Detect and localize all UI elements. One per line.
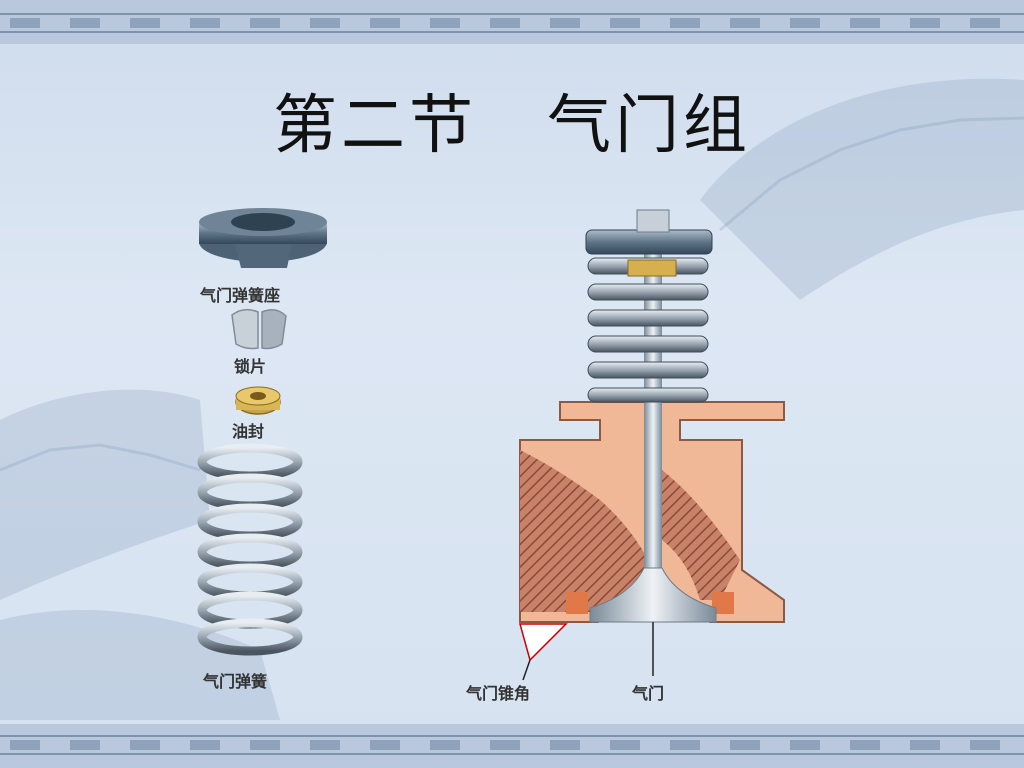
label-spring-seat: 气门弹簧座 [200,286,281,305]
valve-lock-part [231,308,287,350]
top-border-band [0,0,1024,44]
title-section: 第二节 [273,89,477,163]
label-valve-lock: 锁片 [234,357,267,376]
spring-seat-part [199,208,327,268]
label-valve: 气门 [632,684,665,703]
assembled-spring-seat [585,209,713,255]
valve-spring-part [197,443,303,656]
label-valve-spring: 气门弹簧 [203,672,268,691]
bottom-border-band [0,724,1024,768]
title-topic: 气门组 [547,89,751,163]
slide-title: 第二节气门组 [0,74,1024,166]
oil-seal-part [235,386,281,415]
label-valve-angle: 气门锥角 [466,684,531,703]
label-oil-seal: 油封 [232,422,265,441]
valve-angle-marker [519,623,568,681]
assembled-oil-seal [627,259,677,277]
